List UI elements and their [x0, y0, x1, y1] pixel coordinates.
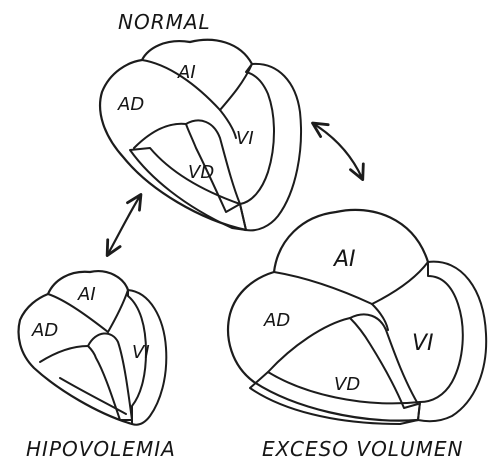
double-arrow-normal-excess [314, 124, 362, 178]
excess-label-vd: VD [334, 374, 360, 395]
excess-label-ai: AI [332, 247, 356, 272]
hypovolemia-septum [88, 333, 132, 420]
normal-title: NORMAL [118, 10, 211, 34]
normal-outline [100, 40, 252, 230]
normal-label-ai: AI [177, 62, 196, 83]
hypovolemia-label-vi: VI [132, 342, 150, 363]
double-arrow-normal-hypovolemia [108, 196, 140, 254]
excess-outline [228, 210, 428, 421]
excess-volume-heart: AI AD VI VD EXCESO VOLUMEN [228, 210, 486, 461]
hypovolemia-title: HIPOVOLEMIA [26, 437, 176, 461]
excess-label-ad: AD [263, 310, 290, 331]
excess-septum [350, 314, 418, 408]
hypovolemia-heart: AI AD VI HIPOVOLEMIA [19, 271, 176, 461]
excess-label-vi: VI [412, 331, 434, 356]
normal-label-vi: VI [236, 128, 254, 149]
excess-volume-title: EXCESO VOLUMEN [262, 437, 463, 461]
normal-heart: NORMAL AI AD VI VD [100, 10, 301, 230]
hypovolemia-label-ai: AI [77, 284, 96, 305]
hypovolemia-label-ad: AD [31, 320, 58, 341]
normal-label-ad: AD [117, 94, 144, 115]
normal-lower-wall [130, 148, 246, 230]
normal-label-vd: VD [188, 162, 214, 183]
